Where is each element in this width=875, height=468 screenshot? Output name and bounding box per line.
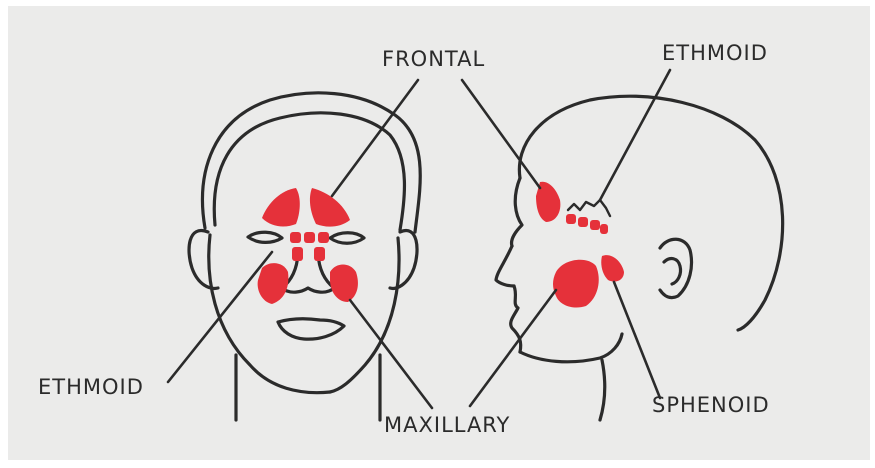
label-frontal: FRONTAL: [382, 47, 485, 71]
side-ethmoid-cell-4: [600, 224, 608, 234]
label-ethmoid-top: ETHMOID: [662, 41, 768, 65]
sinus-diagram: FRONTAL ETHMOID ETHMOID MAXILLARY SPHENO…: [8, 6, 870, 460]
front-ethmoid-cell-3: [318, 232, 329, 243]
side-ethmoid-cell-1: [566, 214, 576, 224]
label-maxillary: MAXILLARY: [384, 413, 510, 437]
label-ethmoid-left: ETHMOID: [38, 375, 144, 399]
side-ethmoid-cell-2: [578, 217, 588, 227]
front-ethmoid-cell-2: [304, 232, 315, 243]
side-ethmoid-cell-3: [590, 220, 600, 230]
front-ethmoid-cell-5: [314, 247, 325, 261]
front-ethmoid-cell-1: [290, 232, 301, 243]
label-sphenoid: SPHENOID: [652, 393, 770, 417]
front-ethmoid-cell-4: [292, 247, 303, 261]
